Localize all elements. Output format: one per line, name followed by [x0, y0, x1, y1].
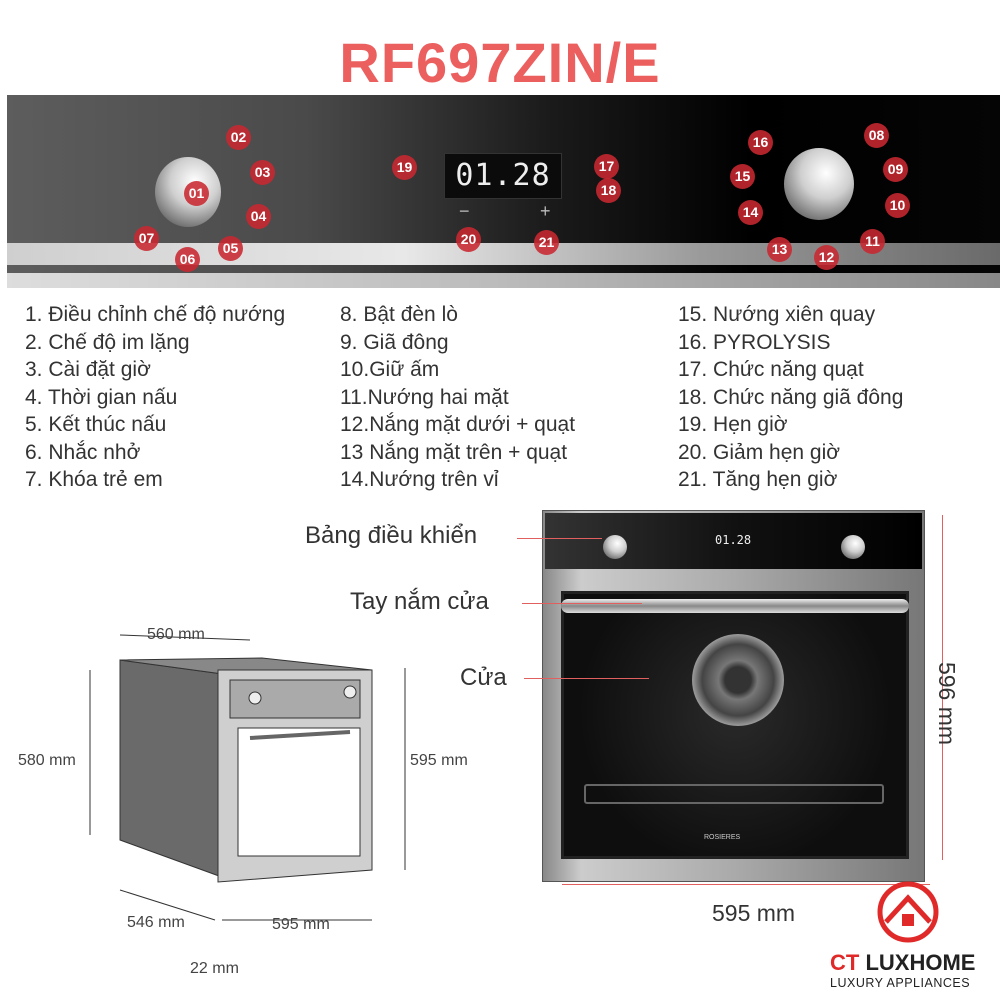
- callout-badge-12: 12: [814, 245, 839, 270]
- logo-ct: CT: [830, 950, 860, 975]
- door-pointer: [524, 678, 649, 679]
- front-display: 01.28: [715, 533, 752, 547]
- height-label: 596 mm: [934, 661, 961, 746]
- callout-badge-4: 04: [246, 204, 271, 229]
- callout-badge-17: 17: [594, 154, 619, 179]
- callout-badge-15: 15: [730, 164, 755, 189]
- legend-item: 15. Nướng xiên quay: [678, 303, 876, 326]
- control-panel-label: Bảng điều khiển: [305, 522, 478, 549]
- dim-width-top: 560 mm: [147, 626, 205, 643]
- callout-badge-6: 06: [175, 247, 200, 272]
- brand-label: ROSIERES: [704, 834, 741, 841]
- legend-item: 6. Nhắc nhở: [25, 440, 141, 464]
- front-left-knob: [603, 535, 627, 559]
- legend-item: 4. Thời gian nấu: [25, 385, 178, 409]
- callout-badge-21: 21: [534, 230, 559, 255]
- legend-item: 1. Điều chỉnh chế độ nướng: [25, 303, 286, 326]
- callout-badge-5: 05: [218, 236, 243, 261]
- callout-badge-11: 11: [860, 229, 885, 254]
- oven-door-glass: ROSIERES: [561, 591, 909, 859]
- plus-button[interactable]: +: [540, 201, 551, 221]
- right-knob[interactable]: [784, 148, 854, 220]
- callout-badge-2: 02: [226, 125, 251, 150]
- legend-item: 12.Nắng mặt dưới + quạt: [340, 413, 576, 436]
- drawing-knob-right: [343, 685, 357, 699]
- front-right-knob: [841, 535, 865, 559]
- handle-pointer: [522, 603, 642, 604]
- oven-tray: [584, 784, 884, 804]
- legend-item: 5. Kết thúc nấu: [25, 413, 167, 436]
- drawing-door: [237, 727, 361, 857]
- callout-badge-9: 09: [883, 157, 908, 182]
- callout-badge-19: 19: [392, 155, 417, 180]
- minus-button[interactable]: −: [459, 201, 470, 221]
- front-control-panel: 01.28: [545, 513, 922, 569]
- legend-item: 16. PYROLYSIS: [678, 330, 831, 354]
- fan-icon: [692, 634, 784, 726]
- legend-item: 17. Chức năng quạt: [678, 358, 864, 381]
- dim-height-right: 595 mm: [410, 752, 468, 769]
- panel-trim: [7, 243, 1000, 265]
- house-logo-icon: [877, 881, 939, 943]
- height-arrow: [942, 515, 943, 860]
- legend-item: 14.Nướng trên vỉ: [340, 468, 499, 491]
- drawing-handle: [249, 730, 351, 740]
- legend-item: 3. Cài đặt giờ: [25, 358, 151, 381]
- dim-height-left: 580 mm: [18, 752, 76, 769]
- oven-dimension-drawing: [89, 634, 406, 921]
- callout-badge-10: 10: [885, 193, 910, 218]
- timer-display: 01.28: [444, 153, 562, 199]
- dim-line-top: [119, 634, 251, 641]
- dim-gap: 22 mm: [190, 960, 239, 977]
- callout-badge-1: 01: [184, 181, 209, 206]
- callout-badge-16: 16: [748, 130, 773, 155]
- product-title: RF697ZIN/E: [339, 31, 661, 94]
- legend-item: 8. Bật đèn lò: [340, 303, 458, 326]
- dim-width-bottom: 595 mm: [272, 916, 330, 933]
- logo-tagline: LUXURY APPLIANCES: [830, 976, 971, 990]
- legend-item: 21. Tăng hẹn giờ: [678, 468, 838, 491]
- ctluxhome-logo: CT LUXHOME LUXURY APPLIANCES: [828, 880, 988, 995]
- drawing-knob-left: [248, 691, 262, 705]
- callout-badge-20: 20: [456, 227, 481, 252]
- callout-badge-18: 18: [596, 178, 621, 203]
- panel-trim-lower: [7, 273, 1000, 288]
- callout-badge-3: 03: [250, 160, 275, 185]
- dim-depth: 546 mm: [127, 914, 185, 931]
- legend-item: 7. Khóa trẻ em: [25, 468, 163, 491]
- logo-luxhome: LUXHOME: [865, 950, 976, 975]
- legend-item: 11.Nướng hai mặt: [340, 385, 509, 409]
- callout-badge-8: 08: [864, 123, 889, 148]
- control-panel-pointer: [517, 538, 602, 539]
- legend-item: 13 Nắng mặt trên + quạt: [340, 440, 568, 464]
- legend-item: 9. Giã đông: [340, 330, 449, 354]
- handle-label: Tay nắm cửa: [350, 588, 489, 615]
- legend-item: 18. Chức năng giã đông: [678, 385, 904, 409]
- door-label: Cửa: [460, 664, 507, 691]
- control-panel-closeup: 01.28 − +: [7, 95, 1000, 288]
- legend-item: 19. Hẹn giờ: [678, 413, 788, 436]
- callout-badge-13: 13: [767, 237, 792, 262]
- oven-front: 01.28 ROSIERES: [542, 510, 925, 882]
- legend-item: 20. Giảm hẹn giờ: [678, 440, 841, 464]
- callout-badge-7: 07: [134, 226, 159, 251]
- legend-item: 10.Giữ ấm: [340, 358, 440, 381]
- dim-line-depth: [119, 889, 216, 921]
- width-arrow: [562, 884, 930, 885]
- oven-side-face: [119, 659, 231, 881]
- legend-item: 2. Chế độ im lặng: [25, 330, 190, 354]
- callout-badge-14: 14: [738, 200, 763, 225]
- door-handle[interactable]: [561, 599, 909, 613]
- width-label: 595 mm: [712, 900, 796, 926]
